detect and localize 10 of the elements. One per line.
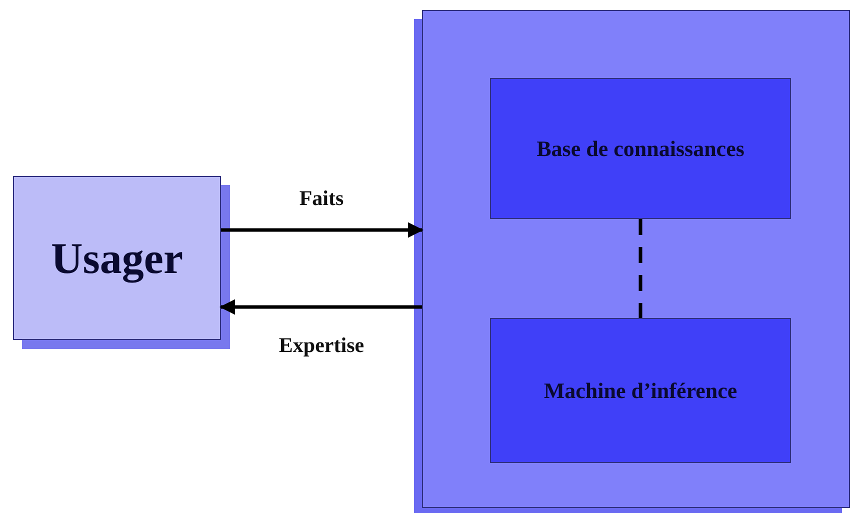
- edge-label: Expertise: [278, 333, 364, 358]
- process-box: [490, 78, 791, 219]
- dashed-connector: [638, 219, 642, 318]
- process-box: [490, 318, 791, 463]
- node-label: Machine d’inférence: [544, 378, 738, 404]
- node-label: Usager: [51, 232, 183, 284]
- arrow: [219, 299, 422, 315]
- node-label: Base de connaissances: [536, 136, 744, 162]
- edge-label: Faits: [299, 186, 344, 211]
- arrow: [221, 222, 424, 238]
